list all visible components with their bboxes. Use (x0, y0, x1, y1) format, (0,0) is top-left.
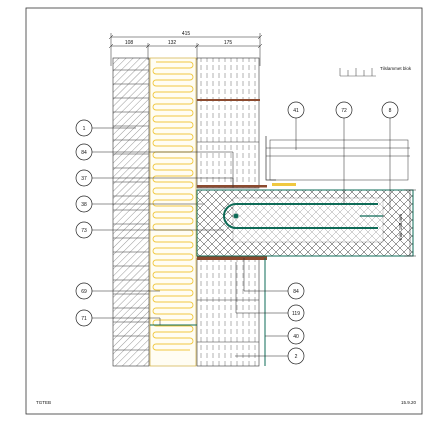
svg-text:37: 37 (81, 176, 87, 182)
timber-plates (197, 99, 267, 260)
upper-floor (265, 136, 410, 186)
svg-text:119: 119 (292, 311, 300, 317)
footer-left-code: TGTEB (36, 400, 51, 405)
membrane (150, 258, 266, 366)
floor-slab (196, 189, 414, 257)
svg-text:1: 1 (83, 126, 86, 132)
callout-69: 69 (75, 282, 93, 300)
callout-40: 40 (287, 327, 305, 345)
dimension-insulation: 132 (168, 40, 177, 46)
svg-text:84: 84 (81, 150, 87, 156)
callout-41: 41 (287, 101, 305, 119)
callout-38: 38 (75, 195, 93, 213)
callout-8: 8 (381, 101, 399, 119)
svg-text:71: 71 (81, 316, 87, 322)
dimension-total: 415 (182, 31, 191, 37)
callout-72: 72 (335, 101, 353, 119)
leader-lines (92, 118, 391, 357)
svg-text:38: 38 (81, 202, 87, 208)
insulation-layer (149, 57, 197, 367)
svg-text:8: 8 (389, 108, 392, 114)
svg-text:69: 69 (81, 289, 87, 295)
legend: Tilslammet blok (339, 66, 412, 77)
dimension-inner: 175 (224, 40, 233, 46)
dimension-brick: 108 (125, 40, 134, 46)
svg-text:41: 41 (293, 108, 299, 114)
callout-73: 73 (75, 221, 93, 239)
callout-37: 37 (75, 169, 93, 187)
dimension-lines (108, 33, 263, 66)
svg-text:72: 72 (341, 108, 347, 114)
height-dimension (404, 189, 416, 257)
svg-text:40: 40 (293, 334, 299, 340)
callout-1: 1 (75, 119, 93, 137)
callout-2: 2 (287, 347, 305, 365)
callout-119: 119 (287, 304, 305, 322)
svg-text:84: 84 (293, 289, 299, 295)
callout-84-left: 84 (75, 143, 93, 161)
footer-date: 15.9.20 (401, 400, 417, 405)
drawing-frame (25, 7, 423, 415)
callout-84-right: 84 (287, 282, 305, 300)
legend-label: Tilslammet blok (380, 66, 412, 71)
svg-text:73: 73 (81, 228, 87, 234)
brick-wall (112, 57, 150, 367)
height-label: min. 180 mm (398, 214, 403, 240)
callout-71: 71 (75, 309, 93, 327)
inner-block-wall (196, 57, 260, 367)
svg-text:2: 2 (295, 354, 298, 360)
